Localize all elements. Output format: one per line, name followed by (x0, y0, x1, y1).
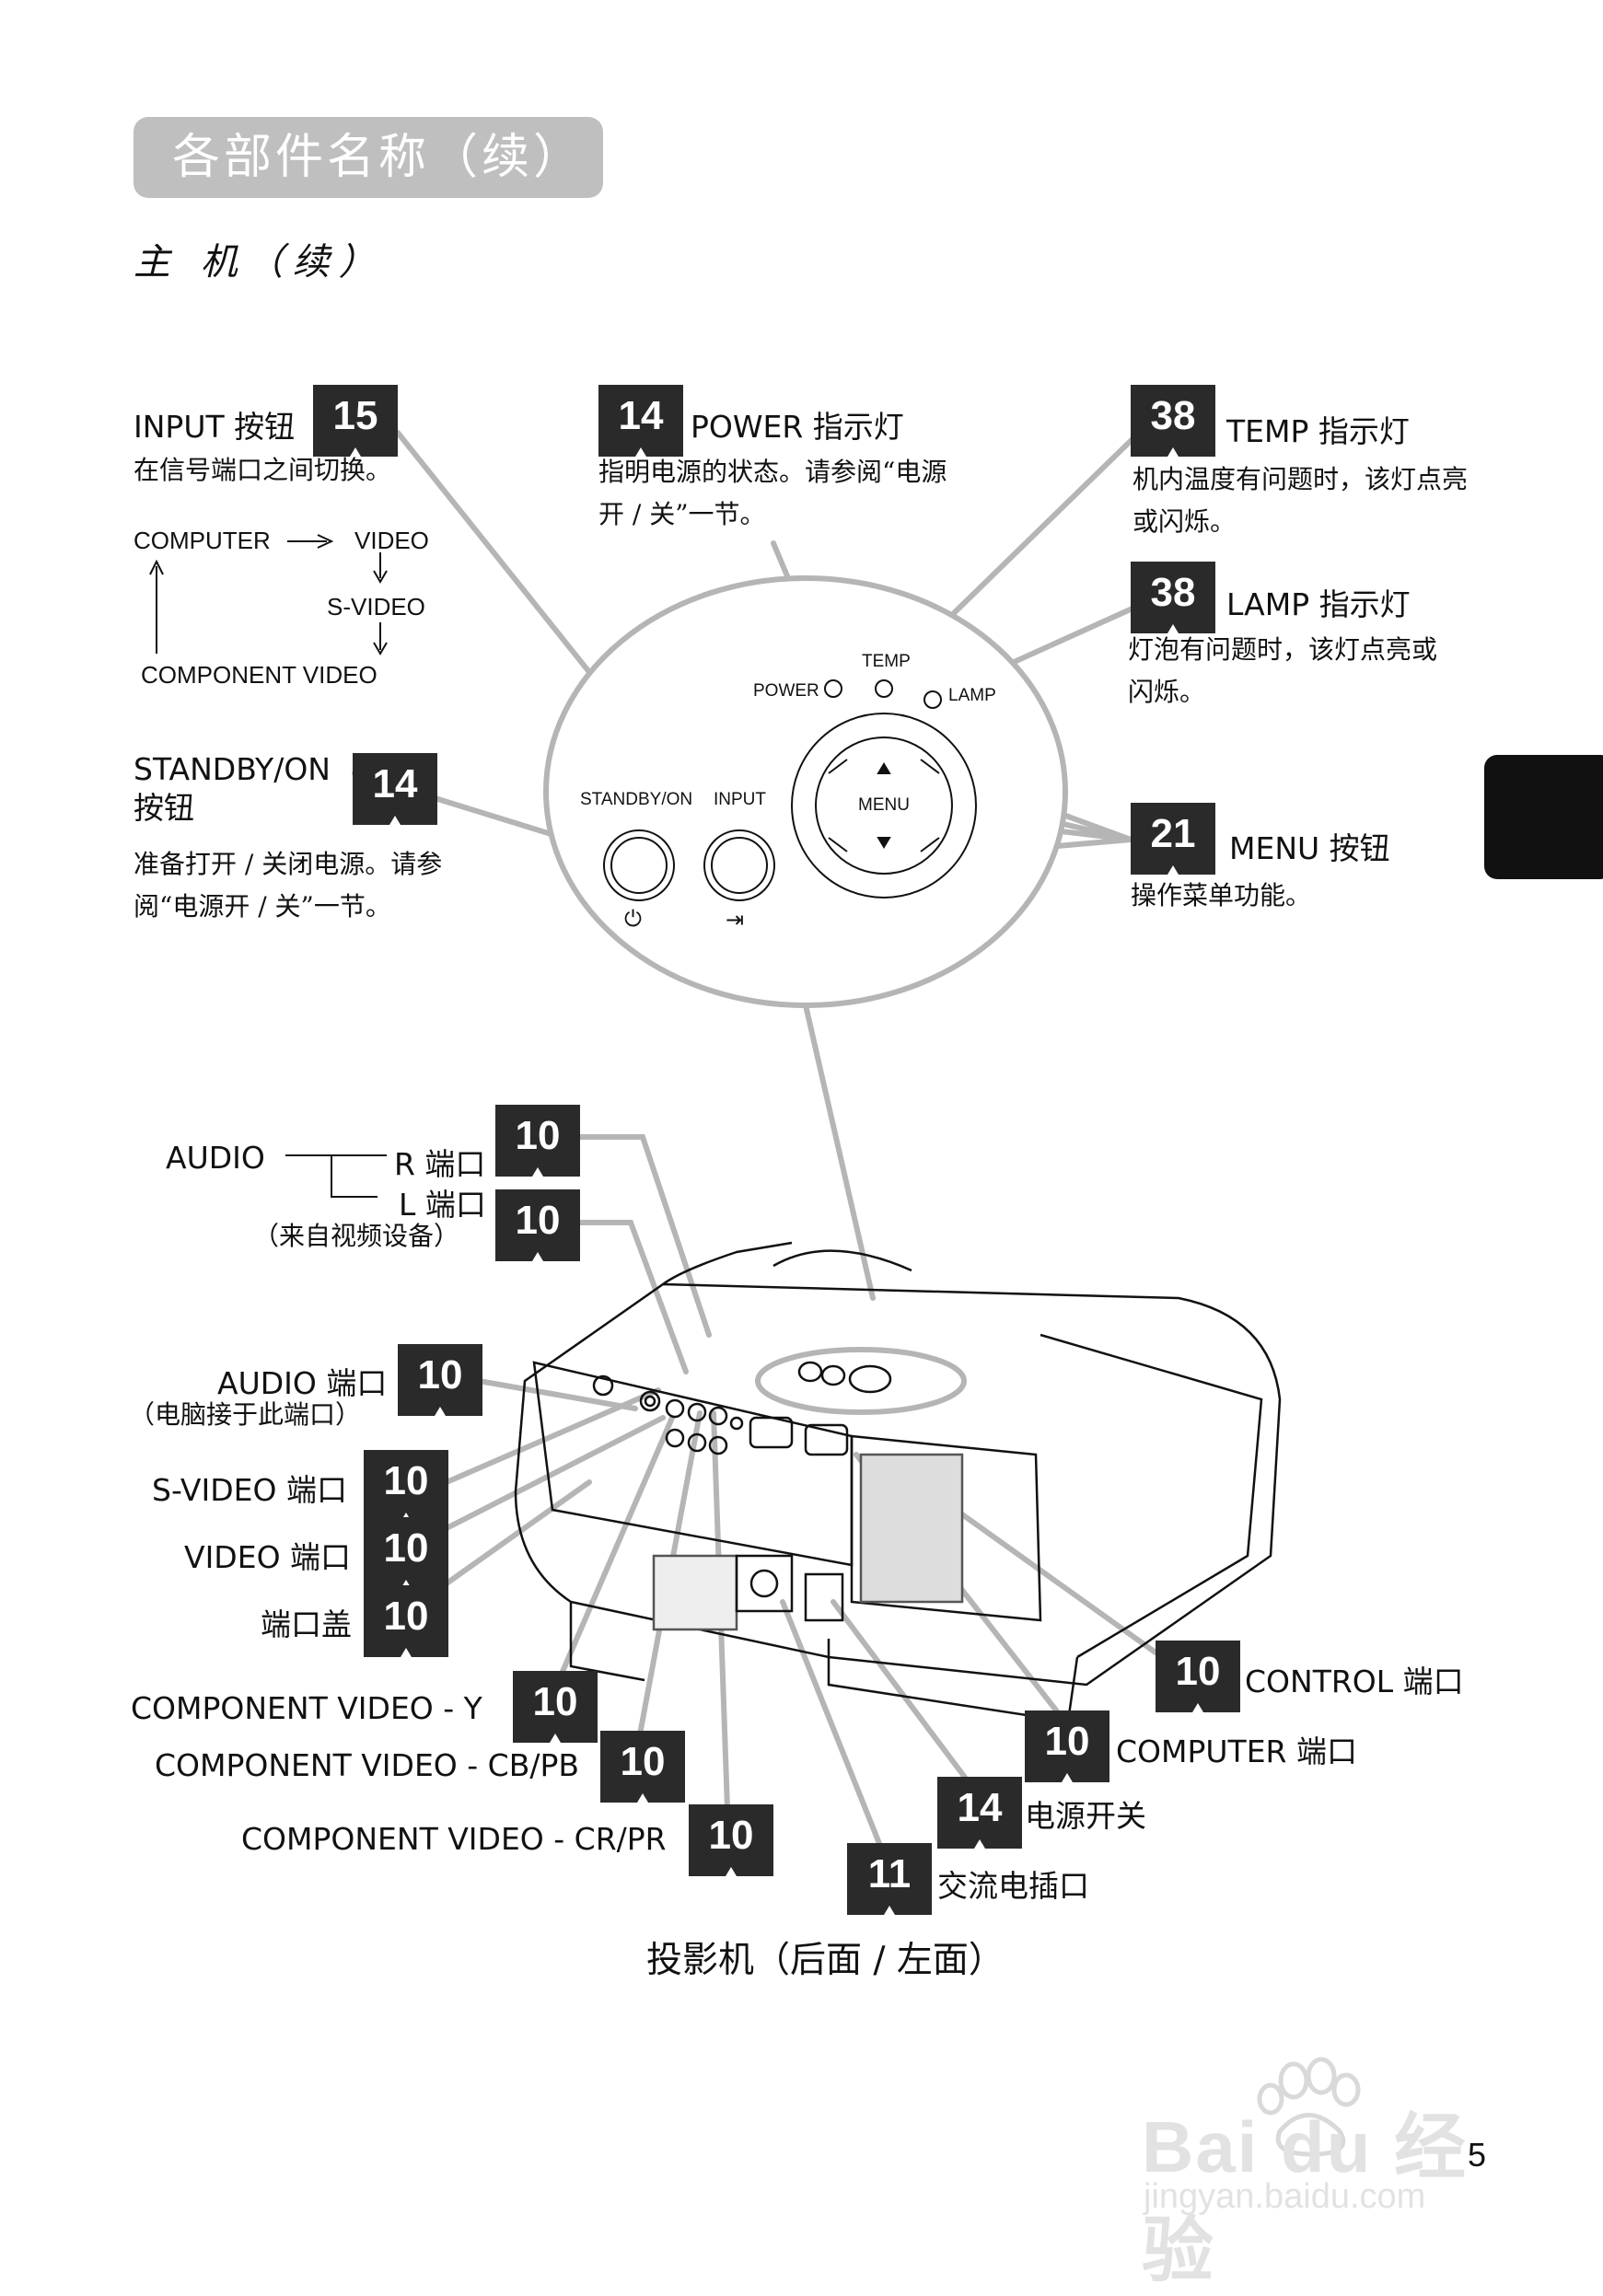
ac-inlet-page-badge: 11 (847, 1843, 932, 1915)
standby-page-badge: 14 (353, 753, 437, 825)
section-subtitle: 主 机（续） (134, 241, 385, 284)
baidu-paw-icon (1257, 2057, 1361, 2157)
control-panel-drawing (603, 679, 977, 901)
input-desc: 在信号端口之间切换。 (134, 455, 392, 485)
video-port-label: VIDEO 端口 (184, 1539, 352, 1575)
menu-button-label: MENU 按钮 (1229, 830, 1390, 866)
control-page-badge: 10 (1156, 1641, 1240, 1712)
audio-label: AUDIO (166, 1140, 265, 1176)
panel-input-text: INPUT (714, 790, 766, 809)
component-y-label: COMPONENT VIDEO - Y (131, 1690, 482, 1726)
lamp-desc: 灯泡有问题时，该灯点亮或闪烁。 (1128, 634, 1438, 707)
menu-desc: 操作菜单功能。 (1131, 880, 1312, 910)
power-switch-label: 电源开关 (1025, 1798, 1146, 1834)
input-page-badge: 15 (313, 385, 398, 457)
lamp-indicator-label: LAMP 指示灯 (1226, 586, 1411, 622)
temp-page-badge: 38 (1131, 385, 1215, 457)
audio-from-note: （来自视频设备） (253, 1221, 460, 1251)
chapter-tab (1484, 755, 1603, 879)
audio-l-label: L 端口 (399, 1187, 486, 1223)
figure-caption: 投影机（后面 / 左面） (646, 1940, 1005, 1981)
component-cb-label: COMPONENT VIDEO - CB/PB (155, 1747, 580, 1783)
watermark-url: jingyan.baidu.com (1144, 2177, 1426, 2216)
power-symbol-icon: ⏻ (624, 907, 642, 932)
power-desc: 指明电源的状态。请参阅“电源开 / 关”一节。 (598, 457, 947, 529)
component-cr-page-badge: 10 (689, 1804, 773, 1876)
panel-standby-text: STANDBY/ON (580, 790, 693, 809)
svideo-page-badge: 10 (364, 1450, 448, 1522)
component-cr-label: COMPONENT VIDEO - CR/PR (241, 1821, 667, 1857)
port-cover-label: 端口盖 (261, 1606, 352, 1642)
panel-temp-text: TEMP (862, 652, 911, 671)
input-button-label: INPUT 按钮 (134, 409, 296, 445)
power-switch-page-badge: 14 (937, 1777, 1022, 1849)
video-page-badge: 10 (364, 1517, 448, 1589)
audio-port-note: （电脑接于此端口） (129, 1399, 362, 1430)
computer-port-label: COMPUTER 端口 (1116, 1734, 1357, 1769)
standby-desc: 准备打开 / 关闭电源。请参阅“电源开 / 关”一节。 (134, 849, 443, 922)
port-cover-page-badge: 10 (364, 1585, 448, 1657)
projector-illustration (514, 1241, 1282, 1723)
audio-l-page-badge: 10 (495, 1189, 580, 1261)
computer-page-badge: 10 (1025, 1710, 1109, 1782)
cycle-video: VIDEO (354, 527, 429, 554)
temp-indicator-label: TEMP 指示灯 (1226, 413, 1410, 449)
component-y-page-badge: 10 (513, 1671, 598, 1743)
section-title: 各部件名称（续） (134, 117, 603, 198)
component-cb-page-badge: 10 (600, 1731, 685, 1803)
cycle-computer: COMPUTER (134, 527, 271, 554)
audio-port-label: AUDIO 端口 (217, 1365, 388, 1401)
watermark-brand: Bai du 经验 (1142, 2106, 1469, 2290)
input-symbol-icon: ⇥ (726, 908, 745, 933)
panel-menu-text: MENU (858, 795, 910, 815)
input-cycle-arrows (149, 534, 388, 1198)
cycle-component: COMPONENT VIDEO (141, 661, 378, 689)
page-number: 5 (1468, 2136, 1487, 2174)
control-panel-magnifier (543, 575, 1068, 1008)
power-indicator-label: POWER 指示灯 (691, 409, 904, 445)
temp-desc: 机内温度有问题时，该灯点亮或闪烁。 (1133, 464, 1469, 537)
power-page-badge: 14 (598, 385, 683, 457)
audio-port-page-badge: 10 (398, 1344, 482, 1416)
menu-page-badge: 21 (1131, 803, 1215, 875)
lamp-page-badge: 38 (1131, 562, 1215, 633)
panel-power-text: POWER (753, 681, 819, 701)
baidu-watermark: Bai du 经验 jingyan.baidu.com (1133, 2044, 1519, 2290)
audio-r-label: R 端口 (394, 1146, 486, 1182)
cycle-svideo: S-VIDEO (327, 593, 425, 620)
audio-r-page-badge: 10 (495, 1105, 580, 1177)
svideo-port-label: S-VIDEO 端口 (152, 1472, 347, 1508)
ac-inlet-label: 交流电插口 (937, 1868, 1089, 1904)
panel-lamp-text: LAMP (948, 686, 996, 705)
standby-button-label: STANDBY/ON 按钮 (134, 751, 331, 826)
control-panel-highlight (755, 1347, 967, 1415)
control-port-label: CONTROL 端口 (1245, 1664, 1464, 1699)
